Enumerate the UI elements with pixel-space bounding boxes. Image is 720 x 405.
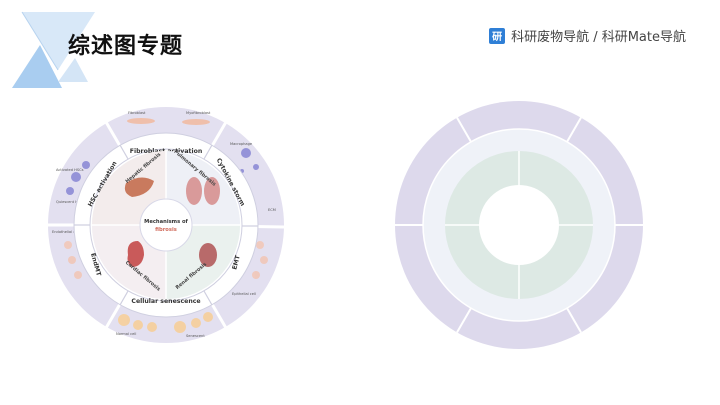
- brand[interactable]: 研 科研废物导航 / 科研Mate导航: [489, 26, 686, 45]
- brand-logo-icon: 研: [489, 27, 506, 44]
- label-ecm: ECM: [268, 208, 276, 212]
- label-normal-cell: Normal cell: [116, 332, 136, 336]
- blank-ring-template: [395, 101, 643, 349]
- kidney-icon: [199, 243, 217, 267]
- ring-label-emt: EMT: [231, 254, 242, 271]
- label-myofibroblast: Myofibroblast: [186, 111, 211, 115]
- brand-text: 科研废物导航 / 科研Mate导航: [511, 30, 686, 45]
- ring-label-cellular-senescence: Cellular senescence: [131, 298, 200, 305]
- template-center: [479, 185, 559, 265]
- center-label-line2: fibrosis: [155, 227, 177, 233]
- liver-icon: [124, 177, 154, 197]
- lung-icon: [186, 177, 202, 205]
- label-macrophage: Macrophage: [230, 142, 253, 146]
- corner-decoration: [12, 11, 95, 88]
- center-label-line1: Mechanisms of: [144, 219, 188, 225]
- heart-icon: [127, 241, 144, 267]
- fibrosis-mechanisms-figure: Fibroblast Myofibroblast Macrophage ECM …: [48, 107, 285, 343]
- label-epithelial-cell: Epithelial cell: [232, 292, 256, 296]
- page-title: 综述图专题: [68, 34, 184, 59]
- label-activated-hscs: Activated HSCs: [56, 168, 84, 172]
- label-senescent: Senescent: [186, 334, 205, 338]
- label-fibroblast: Fibroblast: [128, 111, 146, 115]
- organ-imagery: [124, 177, 220, 267]
- outer-cell-imagery: [64, 118, 268, 333]
- label-endothelial-cell: Endothelial cell: [52, 230, 79, 234]
- label-quiescent-hscs: Quiescent HSCs: [56, 200, 85, 204]
- center-hub: [139, 198, 193, 252]
